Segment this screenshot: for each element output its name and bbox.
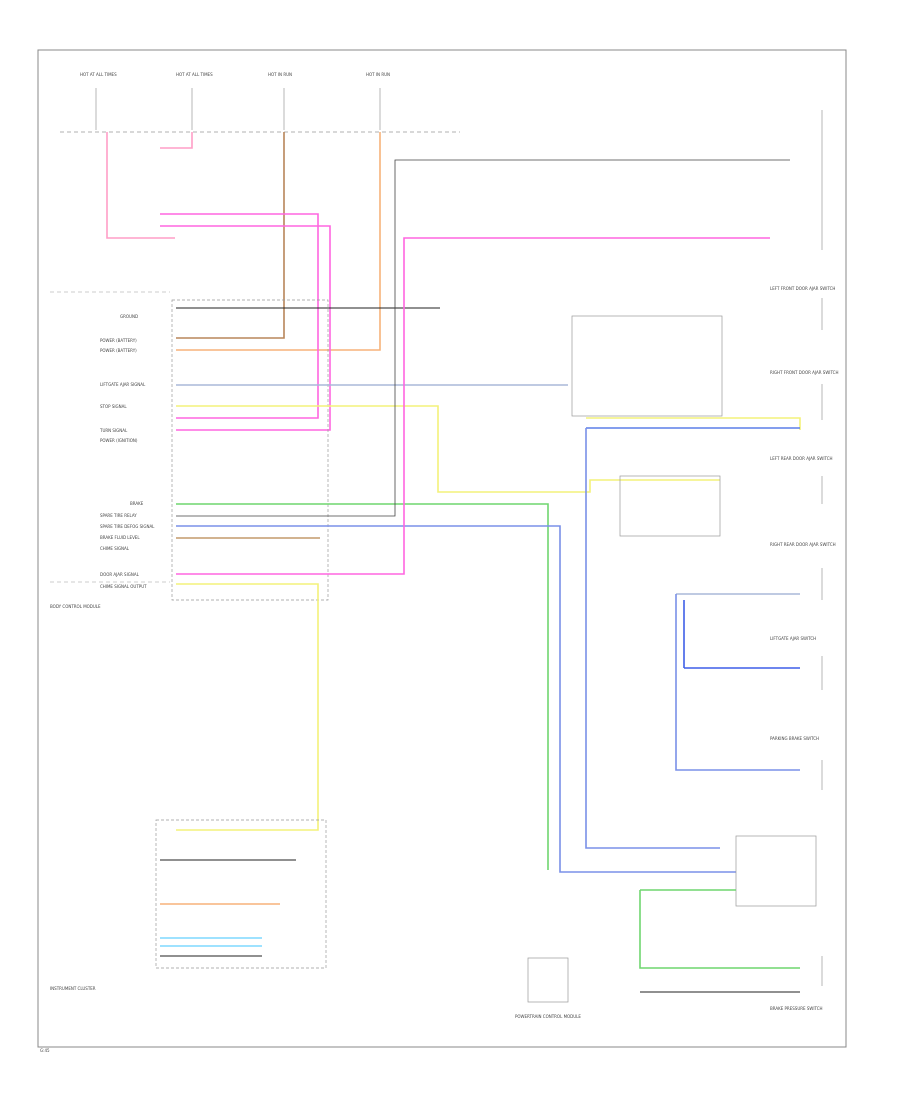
powertrain-module-box: [527, 957, 569, 1003]
top-label-3: HOT IN RUN: [268, 72, 292, 77]
left-label-chime: CHIME SIGNAL: [100, 546, 130, 551]
top-fuse-labels: HOT AT ALL TIMES HOT AT ALL TIMES HOT IN…: [80, 72, 390, 77]
right-wires: [585, 417, 801, 993]
left-label-ground: GROUND: [120, 314, 138, 319]
left-label-power-bat-2: POWER (BATTERY): [100, 348, 137, 353]
cluster-wires: [160, 859, 296, 957]
module-label-brake-pressure: BRAKE PRESSURE SWITCH: [770, 1006, 823, 1011]
left-label-power-ign: POWER (IGNITION): [100, 438, 138, 443]
footer-label: G:45: [40, 1048, 50, 1053]
right-label-lf-door: LEFT FRONT DOOR AJAR SWITCH: [770, 286, 835, 291]
right-label-lr-door: LEFT REAR DOOR AJAR SWITCH: [770, 456, 833, 461]
left-label-stop: STOP SIGNAL: [100, 404, 127, 409]
left-label-chime-out: CHIME SIGNAL OUTPUT: [100, 584, 147, 589]
left-label-turn: TURN SIGNAL: [99, 428, 128, 433]
module-label-bcm: BODY CONTROL MODULE: [50, 604, 101, 609]
right-label-rf-door: RIGHT FRONT DOOR AJAR SWITCH: [770, 370, 838, 375]
top-label-1: HOT AT ALL TIMES: [80, 72, 117, 77]
module-wires: [176, 159, 790, 873]
body-control-module-box: [171, 299, 329, 601]
left-label-door-ajar: DOOR AJAR SIGNAL: [100, 572, 140, 577]
left-label-power-bat-1: POWER (BATTERY): [100, 338, 137, 343]
instrument-cluster-box: [155, 819, 327, 969]
left-label-brake-fluid: BRAKE FLUID LEVEL: [100, 535, 140, 540]
left-label-brake: BRAKE: [130, 501, 144, 506]
right-label-parking-brake: PARKING BRAKE SWITCH: [770, 736, 819, 741]
right-side-switches: [571, 110, 823, 986]
left-label-spare-relay: SPARE TIRE RELAY: [100, 513, 137, 518]
fuse-wires: [106, 132, 381, 431]
left-label-spare-defog: SPARE TIRE DEFOG SIGNAL: [100, 524, 155, 529]
left-label-liftgate-ajar: LIFTGATE AJAR SIGNAL: [100, 382, 146, 387]
top-label-4: HOT IN RUN: [366, 72, 390, 77]
module-label-cluster: INSTRUMENT CLUSTER: [50, 986, 96, 991]
left-labels: GROUND POWER (BATTERY) POWER (BATTERY) L…: [50, 314, 155, 609]
top-label-2: HOT AT ALL TIMES: [176, 72, 213, 77]
module-label-pcm: POWERTRAIN CONTROL MODULE: [515, 1014, 581, 1019]
diagram-border: [37, 49, 847, 1048]
right-label-rr-door: RIGHT REAR DOOR AJAR SWITCH: [770, 542, 836, 547]
right-label-liftgate: LIFTGATE AJAR SWITCH: [770, 636, 816, 641]
fuse-blocks: [60, 88, 460, 133]
right-labels: LEFT FRONT DOOR AJAR SWITCH RIGHT FRONT …: [770, 286, 838, 1011]
